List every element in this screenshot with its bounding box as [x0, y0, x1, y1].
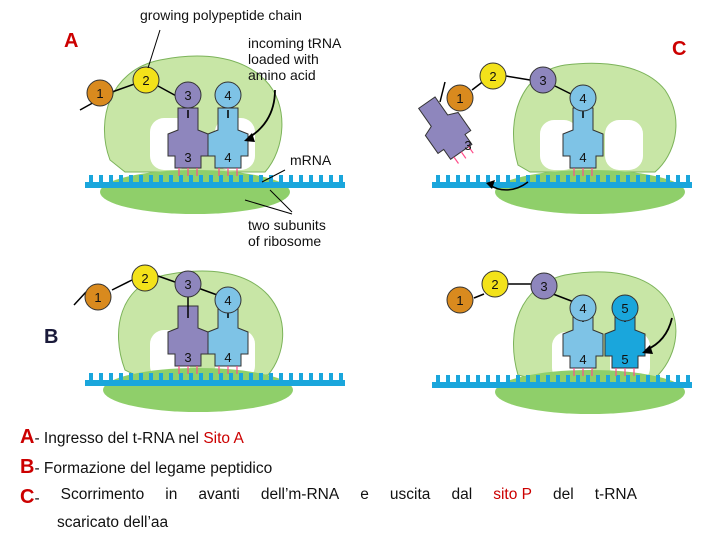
- aa-3-label: 3: [539, 73, 546, 88]
- caption-c-word: in: [165, 486, 178, 503]
- aa-2-label: 2: [141, 271, 148, 286]
- aa-5-label: 5: [621, 301, 628, 316]
- subunits-label-2: of ribosome: [248, 233, 321, 249]
- caption-line-c: C- Scorrimento in avanti dell’m-RNA e us…: [20, 486, 637, 509]
- trna-4-label: 4: [224, 350, 231, 365]
- aa-4-label: 4: [224, 293, 231, 308]
- aa-4-label: 4: [224, 88, 231, 103]
- mrna-label: mRNA: [290, 152, 332, 168]
- panel-letter-c: C: [672, 38, 687, 60]
- caption-c-word: avanti: [198, 486, 240, 503]
- aa-3-label: 3: [184, 277, 191, 292]
- aa-2-label: 2: [491, 277, 498, 292]
- incoming-trna-label-1: incoming tRNA: [248, 35, 342, 51]
- caption-letter-c: C: [20, 486, 35, 508]
- caption-site-p: sito P: [493, 486, 532, 503]
- translation-diagram: growing polypeptide chain incoming tRNA …: [73, 7, 692, 414]
- caption-text-c2: scaricato dell’aa: [57, 514, 169, 531]
- panel-d-diagram: [432, 270, 692, 414]
- caption-c-word: dal: [451, 486, 473, 503]
- trna-3-label: 3: [184, 350, 191, 365]
- panel-letter-a: A: [64, 30, 79, 52]
- trna-3-label: 3: [464, 138, 471, 153]
- aa-2-label: 2: [142, 73, 149, 88]
- aa-4-label: 4: [579, 301, 586, 316]
- incoming-trna-label-2: loaded with: [248, 51, 319, 67]
- caption-letter-b: B: [20, 456, 35, 478]
- caption-c-word: -: [34, 490, 40, 507]
- caption-line-c2: scaricato dell’aa: [57, 514, 168, 532]
- trna-4-label: 4: [579, 150, 586, 165]
- trna-5-label: 5: [621, 352, 628, 367]
- trna-4-label: 4: [224, 150, 231, 165]
- caption-letter-a: A: [20, 426, 35, 448]
- growing-chain-label: growing polypeptide chain: [140, 7, 302, 23]
- panel-letter-b: B: [44, 326, 59, 348]
- panel-c-diagram: [409, 62, 692, 214]
- aa-3-label: 3: [184, 88, 191, 103]
- panel-b-diagram: [73, 264, 345, 412]
- caption-c-word: dell’m-RNA: [260, 486, 340, 503]
- subunits-label-1: two subunits: [248, 217, 326, 233]
- trna-3-label: 3: [184, 150, 191, 165]
- aa-3-label: 3: [540, 279, 547, 294]
- caption-c-word: Scorrimento: [60, 486, 145, 503]
- caption-line-b: B- Formazione del legame peptidico: [20, 456, 272, 479]
- trna-4-label: 4: [579, 352, 586, 367]
- aa-4-label: 4: [579, 91, 586, 106]
- caption-c-word: t-RNA: [594, 486, 637, 503]
- aa-1-label: 1: [94, 290, 101, 305]
- aa-2-label: 2: [489, 69, 496, 84]
- aa-1-label: 1: [456, 293, 463, 308]
- caption-c-word: uscita: [389, 486, 431, 503]
- aa-1-label: 1: [96, 86, 103, 101]
- caption-c-word: e: [360, 486, 369, 503]
- panel-a-diagram: [79, 29, 345, 215]
- caption-text-a: - Ingresso del t-RNA nel: [34, 430, 204, 447]
- caption-line-a: A- Ingresso del t-RNA nel Sito A: [20, 426, 244, 449]
- caption-text-b: - Formazione del legame peptidico: [34, 460, 273, 477]
- incoming-trna-label-3: amino acid: [248, 67, 316, 83]
- caption-site-a: Sito A: [203, 430, 244, 447]
- aa-1-label: 1: [456, 91, 463, 106]
- caption-c-word: del: [553, 486, 574, 503]
